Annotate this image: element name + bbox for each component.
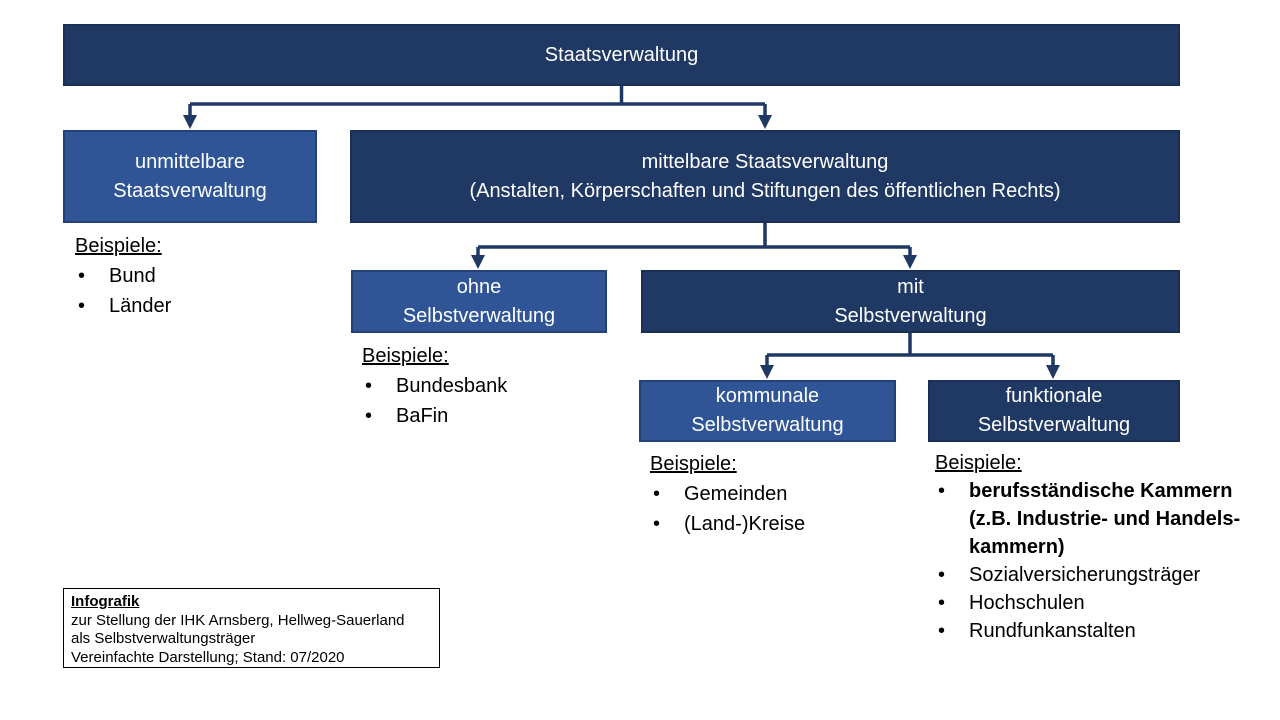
node-staatsverwaltung: Staatsverwaltung <box>63 24 1180 86</box>
bullet-icon: • <box>938 564 946 586</box>
node-label-line1: ohne <box>456 275 502 298</box>
list-item-text: Länder <box>109 295 172 317</box>
bullet-icon: • <box>653 483 661 505</box>
list-item: • Sozialversicherungsträger <box>935 561 1273 589</box>
node-label-line2: Selbstverwaltung <box>402 304 556 327</box>
list-item: • Rundfunkanstalten <box>935 617 1273 645</box>
node-label-line2: (Anstalten, Körperschaften und Stiftunge… <box>469 179 1061 202</box>
node-funktionale-selbstverwaltung: funktionale Selbstverwaltung <box>928 380 1180 442</box>
list-item-text: BaFin <box>396 405 449 427</box>
infobox-line: Vereinfachte Darstellung; Stand: 07/2020 <box>71 648 345 666</box>
examples-heading: Beispiele: <box>362 345 449 367</box>
list-item-line: kammern) <box>969 536 1065 558</box>
list-item: • berufsständische Kammern (z.B. Industr… <box>935 477 1273 561</box>
list-item: • (Land-)Kreise <box>650 509 906 539</box>
arrow-down-icon <box>760 365 774 379</box>
node-ohne-selbstverwaltung: ohne Selbstverwaltung <box>351 270 607 333</box>
node-label-line2: Selbstverwaltung <box>691 414 844 436</box>
bullet-icon: • <box>78 295 86 317</box>
list-item-text: Bundesbank <box>396 375 508 397</box>
bullet-icon: • <box>653 513 661 535</box>
infobox-line: zur Stellung der IHK Arnsberg, Hellweg-S… <box>71 611 405 629</box>
list-item: • Gemeinden <box>650 479 906 509</box>
node-label-line1: unmittelbare <box>134 150 246 173</box>
node-unmittelbare-staatsverwaltung: unmittelbare Staatsverwaltung <box>63 130 317 223</box>
bullet-icon: • <box>365 375 373 397</box>
node-label-line2: Selbstverwaltung <box>977 414 1131 436</box>
examples-ohne-selbstverwaltung: Beispiele: • Bundesbank • BaFin <box>362 341 612 431</box>
arrow-down-icon <box>183 115 197 129</box>
node-kommunale-selbstverwaltung: kommunale Selbstverwaltung <box>639 380 896 442</box>
node-mit-selbstverwaltung: mit Selbstverwaltung <box>641 270 1180 333</box>
examples-funktionale-selbstverwaltung: Beispiele: • berufsständische Kammern (z… <box>935 449 1273 645</box>
list-item: • BaFin <box>362 401 612 431</box>
node-label-line1: mit <box>897 275 924 298</box>
infobox-line: als Selbstverwaltungsträger <box>71 630 256 647</box>
node-mittelbare-staatsverwaltung: mittelbare Staatsverwaltung (Anstalten, … <box>350 130 1180 223</box>
list-item-text: Gemeinden <box>684 483 788 505</box>
list-item-text: Bund <box>109 265 156 287</box>
node-label-line1: kommunale <box>715 385 820 407</box>
examples-heading: Beispiele: <box>935 452 1022 474</box>
examples-unmittelbare: Beispiele: • Bund • Länder <box>75 231 325 321</box>
list-item: • Bund <box>75 261 325 291</box>
list-item-text: Hochschulen <box>969 592 1085 614</box>
list-item-line: berufsständische Kammern <box>969 480 1233 502</box>
list-item: • Hochschulen <box>935 589 1273 617</box>
bullet-icon: • <box>938 592 946 614</box>
infobox-title: Infografik <box>71 593 140 610</box>
examples-heading: Beispiele: <box>75 235 162 257</box>
list-item: • Länder <box>75 291 325 321</box>
examples-kommunale-selbstverwaltung: Beispiele: • Gemeinden • (Land-)Kreise <box>650 449 906 539</box>
arrow-down-icon <box>471 255 485 269</box>
node-label-line1: funktionale <box>1005 385 1103 407</box>
node-label-line1: mittelbare Staatsverwaltung <box>641 150 889 173</box>
node-label-line2: Selbstverwaltung <box>834 304 987 327</box>
list-item-line: (z.B. Industrie- und Handels- <box>969 508 1241 530</box>
examples-heading: Beispiele: <box>650 453 737 475</box>
list-item: • Bundesbank <box>362 371 612 401</box>
bullet-icon: • <box>365 405 373 427</box>
bullet-icon: • <box>78 265 86 287</box>
list-item-text: berufsständische Kammern (z.B. Industrie… <box>969 477 1273 561</box>
list-item-text: Rundfunkanstalten <box>969 620 1136 642</box>
list-item-text: Sozialversicherungsträger <box>969 564 1201 586</box>
arrow-down-icon <box>1046 365 1060 379</box>
infobox: Infografik zur Stellung der IHK Arnsberg… <box>63 588 440 668</box>
bullet-icon: • <box>938 480 946 502</box>
node-label-line2: Staatsverwaltung <box>113 179 267 202</box>
list-item-text: (Land-)Kreise <box>684 513 806 535</box>
bullet-icon: • <box>938 620 946 642</box>
arrow-down-icon <box>903 255 917 269</box>
node-label: Staatsverwaltung <box>544 43 699 66</box>
arrow-down-icon <box>758 115 772 129</box>
